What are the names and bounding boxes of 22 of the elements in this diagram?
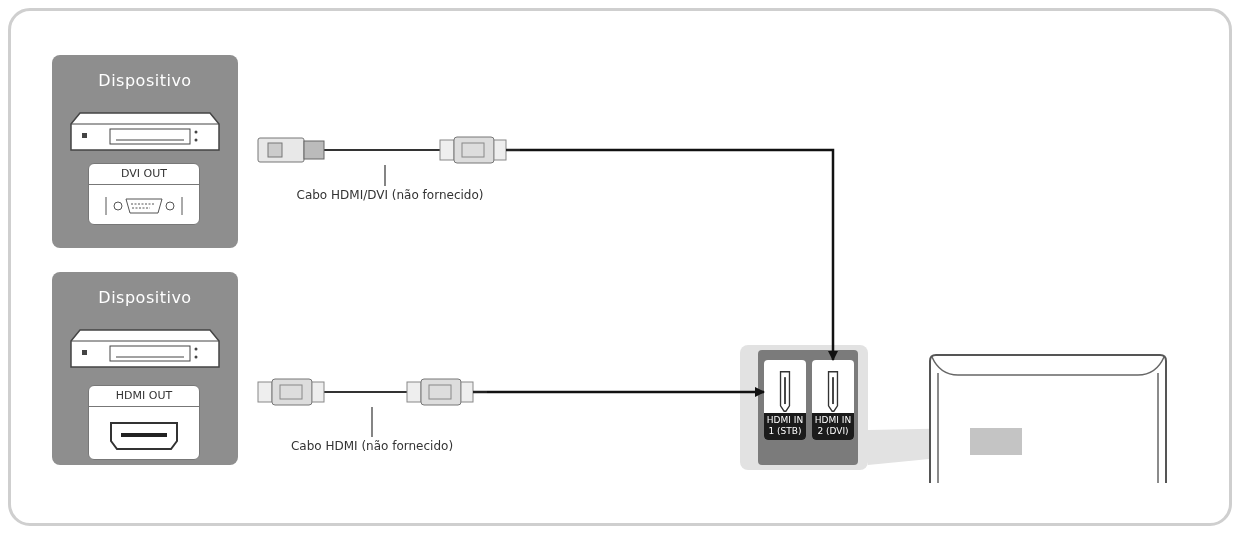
- cable-label: Cabo HDMI/DVI (não fornecido): [272, 186, 508, 204]
- cable-label: Cabo HDMI (não fornecido): [272, 437, 472, 455]
- port-label: DVI OUT: [89, 164, 199, 185]
- hdmi-input-port: [764, 360, 806, 440]
- output-port-panel: [88, 163, 200, 225]
- port-panel: [740, 345, 868, 470]
- device-title: Dispositivo: [97, 71, 193, 90]
- cable-drawing: [258, 135, 520, 165]
- device-panel: [52, 55, 238, 248]
- device-title: Dispositivo: [97, 288, 193, 307]
- hdmi-input-port: [812, 360, 854, 440]
- port-label: HDMI IN 2 (DVI): [812, 413, 854, 440]
- port-label: HDMI OUT: [89, 386, 199, 407]
- leader-line: [384, 164, 386, 187]
- cable-drawing: [258, 377, 487, 407]
- leader-line: [371, 406, 373, 438]
- device-panel: [52, 272, 238, 465]
- output-port-panel: [88, 385, 200, 460]
- port-label: HDMI IN 1 (STB): [764, 413, 806, 440]
- cable-arrow: [487, 387, 765, 397]
- tv-back-drawing: [928, 353, 1168, 483]
- cable-arrow: [520, 148, 838, 361]
